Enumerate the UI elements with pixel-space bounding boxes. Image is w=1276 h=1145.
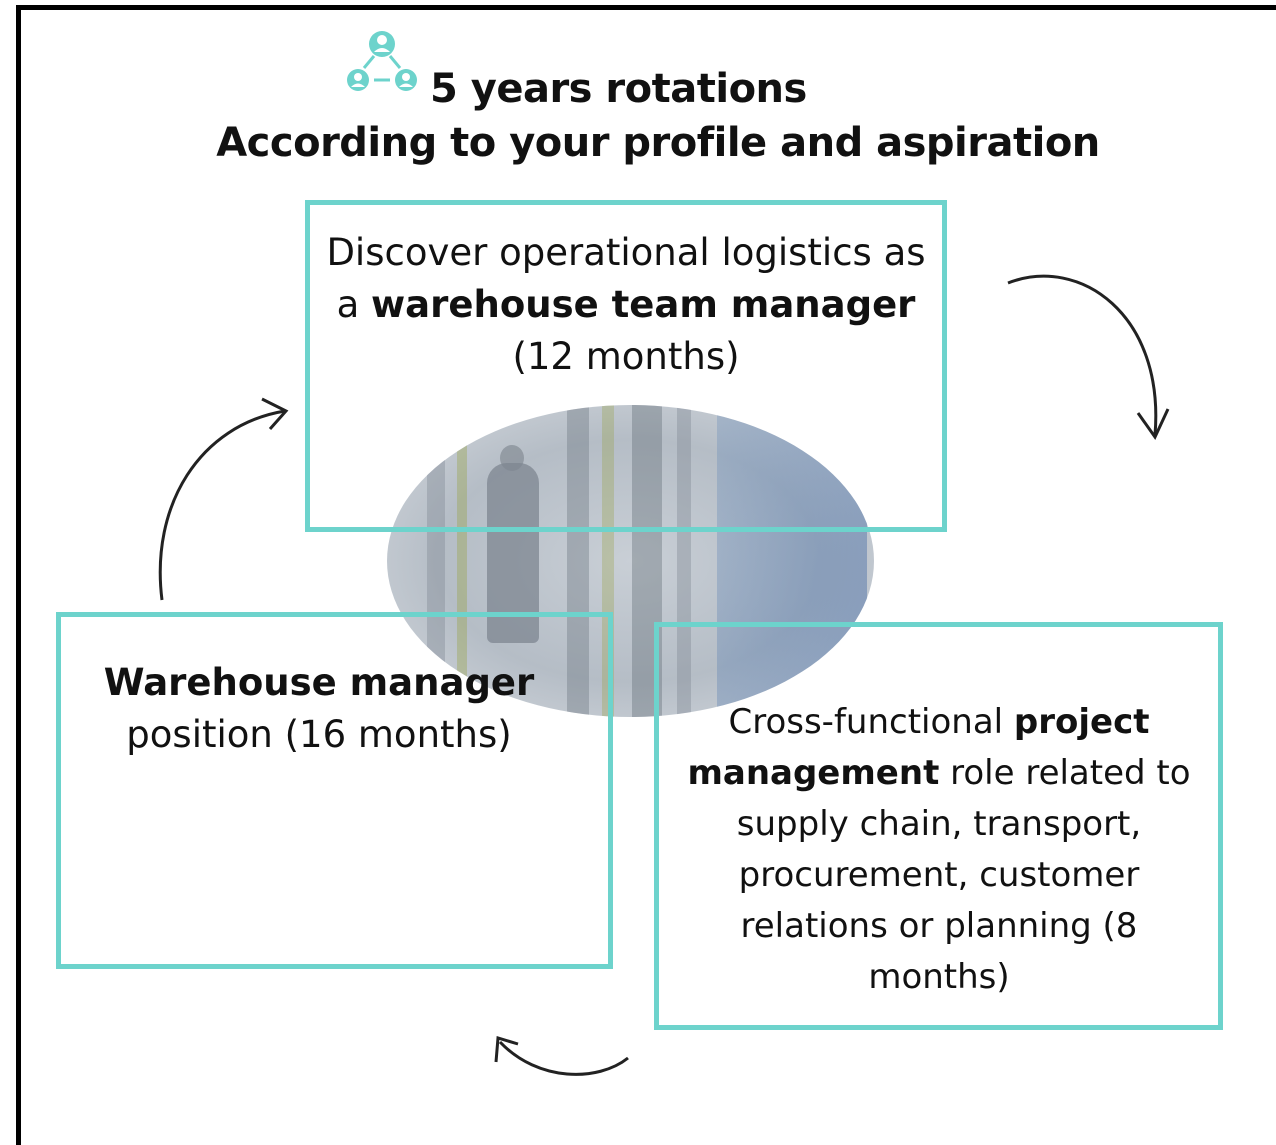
arrow-left-up-icon	[158, 397, 289, 601]
page-frame	[16, 5, 1276, 1145]
step-3-bold: Warehouse manager	[103, 661, 535, 704]
step-3-duration: position (16 months)	[126, 712, 512, 756]
title-line-2: According to your profile and aspiration	[216, 120, 1100, 166]
arrow-bottom-icon	[494, 1036, 629, 1076]
step-project-management: Cross-functional project management role…	[654, 622, 1223, 1030]
team-network-icon	[347, 31, 417, 91]
step-2-bold: project management	[687, 702, 1150, 793]
step-2-text: Cross-functional	[728, 702, 1014, 742]
step-1-duration: (12 months)	[512, 334, 740, 378]
step-warehouse-manager: Warehouse manager position (16 months)	[56, 612, 613, 969]
step-warehouse-team-manager: Discover operational logistics as a ware…	[305, 200, 947, 532]
step-1-bold: warehouse team manager	[371, 282, 916, 326]
step-2-duration: role related to supply chain, transport,…	[736, 753, 1191, 997]
step-1-text: Discover operational logistics as a	[326, 231, 926, 326]
arrow-top-right-icon	[1007, 274, 1170, 440]
title-line-1: 5 years rotations	[430, 66, 807, 112]
